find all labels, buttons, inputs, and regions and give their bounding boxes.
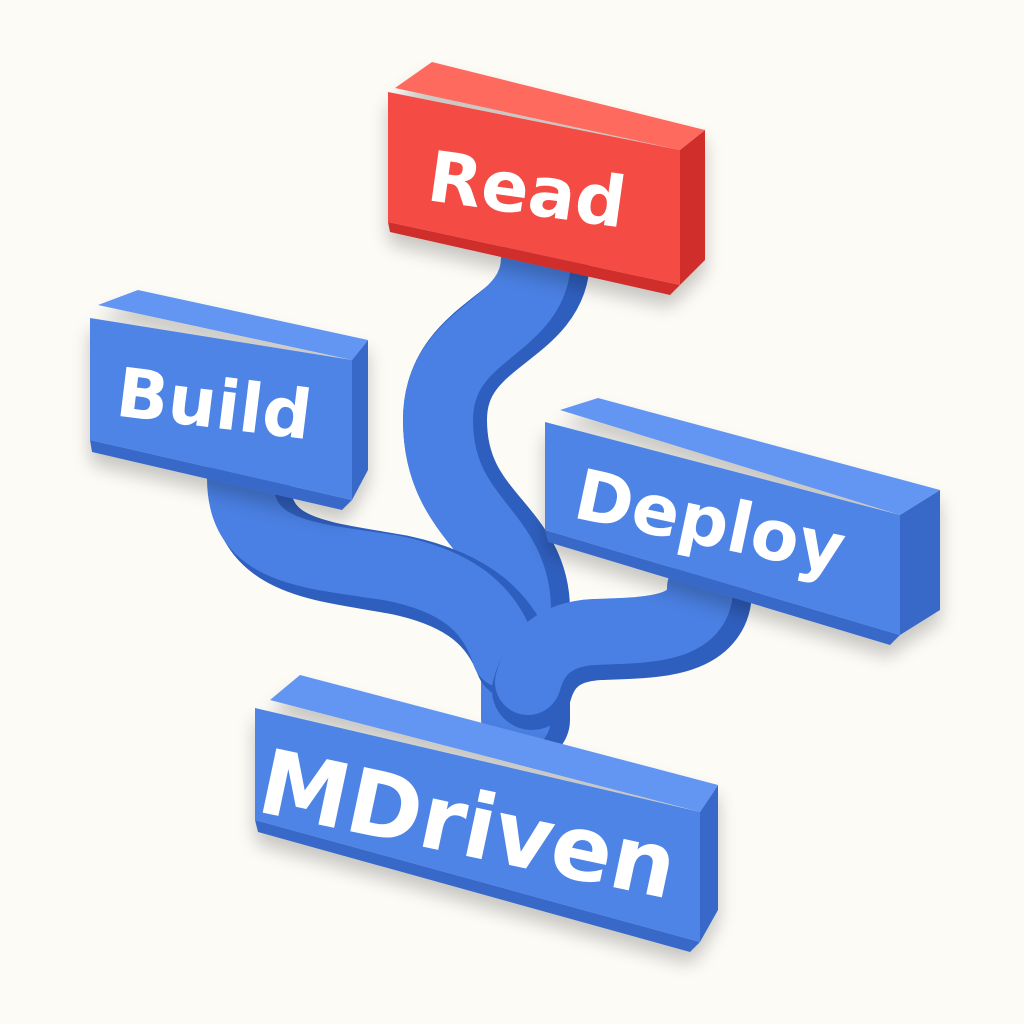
node-deploy-bottom	[545, 530, 900, 645]
node-build: Build	[90, 290, 368, 510]
node-read-side	[680, 130, 705, 285]
node-deploy-side	[900, 490, 940, 635]
node-read: Read	[388, 62, 705, 295]
node-build-side	[352, 340, 368, 500]
node-deploy-top	[560, 398, 940, 515]
connector-deploy-to-mdriven	[492, 550, 752, 730]
node-mdriven-side	[700, 785, 718, 942]
connector-read-main	[402, 223, 571, 753]
node-mdriven-top	[270, 675, 718, 812]
node-read-face	[388, 92, 680, 285]
connector-read-to-mdriven	[402, 216, 590, 762]
node-build-bottom	[90, 440, 352, 510]
connector-build-to-mdriven	[207, 438, 555, 700]
node-mdriven-face	[255, 708, 700, 942]
node-read-bottom	[388, 222, 680, 295]
node-deploy-face	[545, 422, 900, 635]
connectors	[207, 216, 752, 762]
connector-deploy-main	[495, 555, 733, 715]
node-build-top	[98, 290, 368, 360]
connector-build-main	[207, 445, 538, 688]
node-build-face	[90, 318, 352, 500]
node-mdriven-bottom	[255, 820, 700, 952]
node-read-top	[395, 62, 705, 150]
